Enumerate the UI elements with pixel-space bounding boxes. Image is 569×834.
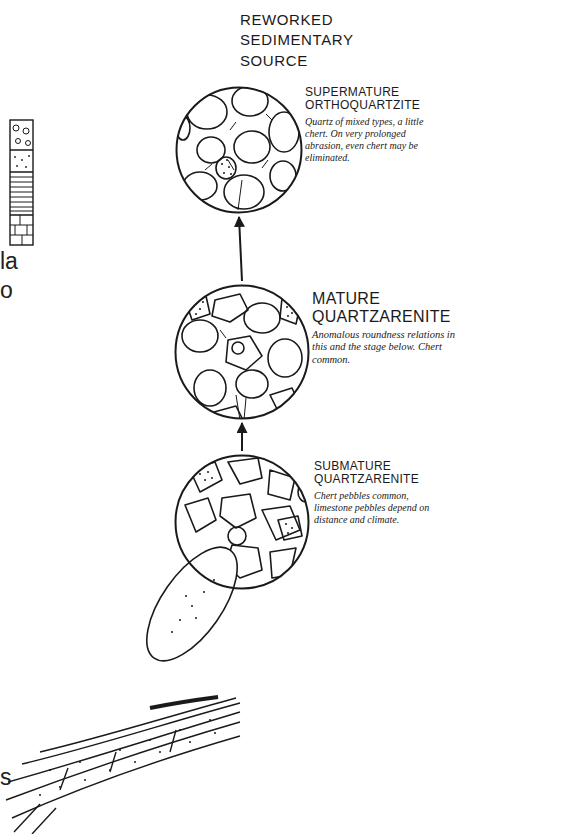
stage-heading: SUPERMATURE ORTHOQUARTZITE (305, 86, 430, 113)
cement-lines (205, 114, 272, 210)
angular-grains (212, 294, 300, 428)
chert-dots (192, 301, 293, 317)
shale-lines (10, 177, 33, 211)
circle-caption: SUPERMATURE ORTHOQUARTZITE Quartz of mixe… (305, 86, 430, 164)
thin-section-circle: SUPERMATURE ORTHOQUARTZITEQuartz of mixe… (175, 86, 303, 214)
chert-grains (190, 462, 302, 540)
mature-grains (182, 294, 302, 428)
circle-border (177, 88, 302, 213)
limestone-pebble (130, 533, 255, 676)
column-divisions (10, 150, 33, 215)
circle-outline (175, 86, 303, 214)
chert-dots (221, 159, 232, 175)
unconformity-bar (150, 697, 218, 708)
sand-dots (14, 155, 30, 168)
cement-lines (220, 330, 246, 420)
column-outline (10, 120, 33, 245)
pebble-dots (171, 579, 215, 633)
stage-note: Quartz of mixed types, a little chert. O… (305, 116, 430, 164)
thin-section-circle: SUBMATURE QUARTZARENITEChert pebbles com… (174, 454, 310, 590)
circle-border (176, 456, 309, 589)
circle-caption: MATURE QUARTZARENITEAnomalous roundness … (312, 290, 472, 367)
sand-dots (39, 719, 216, 796)
limestone-bricks (10, 215, 33, 245)
older-beds (14, 730, 176, 834)
diagram-title: REWORKED SEDIMENTARY SOURCE (240, 10, 415, 71)
stage-note: Anomalous roundness relations in this an… (312, 329, 472, 367)
stage-arrow (239, 217, 242, 281)
stage-note: Chert pebbles common, limestone pebbles … (314, 490, 436, 526)
grain-views (130, 86, 314, 675)
cut-off-text: s (0, 766, 12, 789)
circle-outline (174, 454, 310, 590)
stage-heading: SUBMATURE QUARTZARENITE (314, 460, 436, 487)
strata-lines (6, 698, 240, 818)
stage-arrow (241, 423, 243, 451)
cut-off-text: o (0, 279, 13, 302)
pebble-outline (130, 533, 255, 676)
circle-outline (174, 284, 310, 420)
circle-border (176, 286, 309, 419)
circle-caption: SUBMATURE QUARTZARENITE Chert pebbles com… (314, 460, 436, 526)
conglomerate-pebbles (13, 125, 31, 146)
chert-grain (216, 157, 236, 179)
cross-section (6, 697, 240, 834)
cut-off-text: la (0, 250, 18, 273)
strat-column (10, 120, 33, 245)
chert-dots (199, 471, 293, 534)
thin-section-circle: MATURE QUARTZARENITEAnomalous roundness … (174, 284, 310, 420)
stage-heading: MATURE QUARTZARENITE (312, 290, 472, 326)
